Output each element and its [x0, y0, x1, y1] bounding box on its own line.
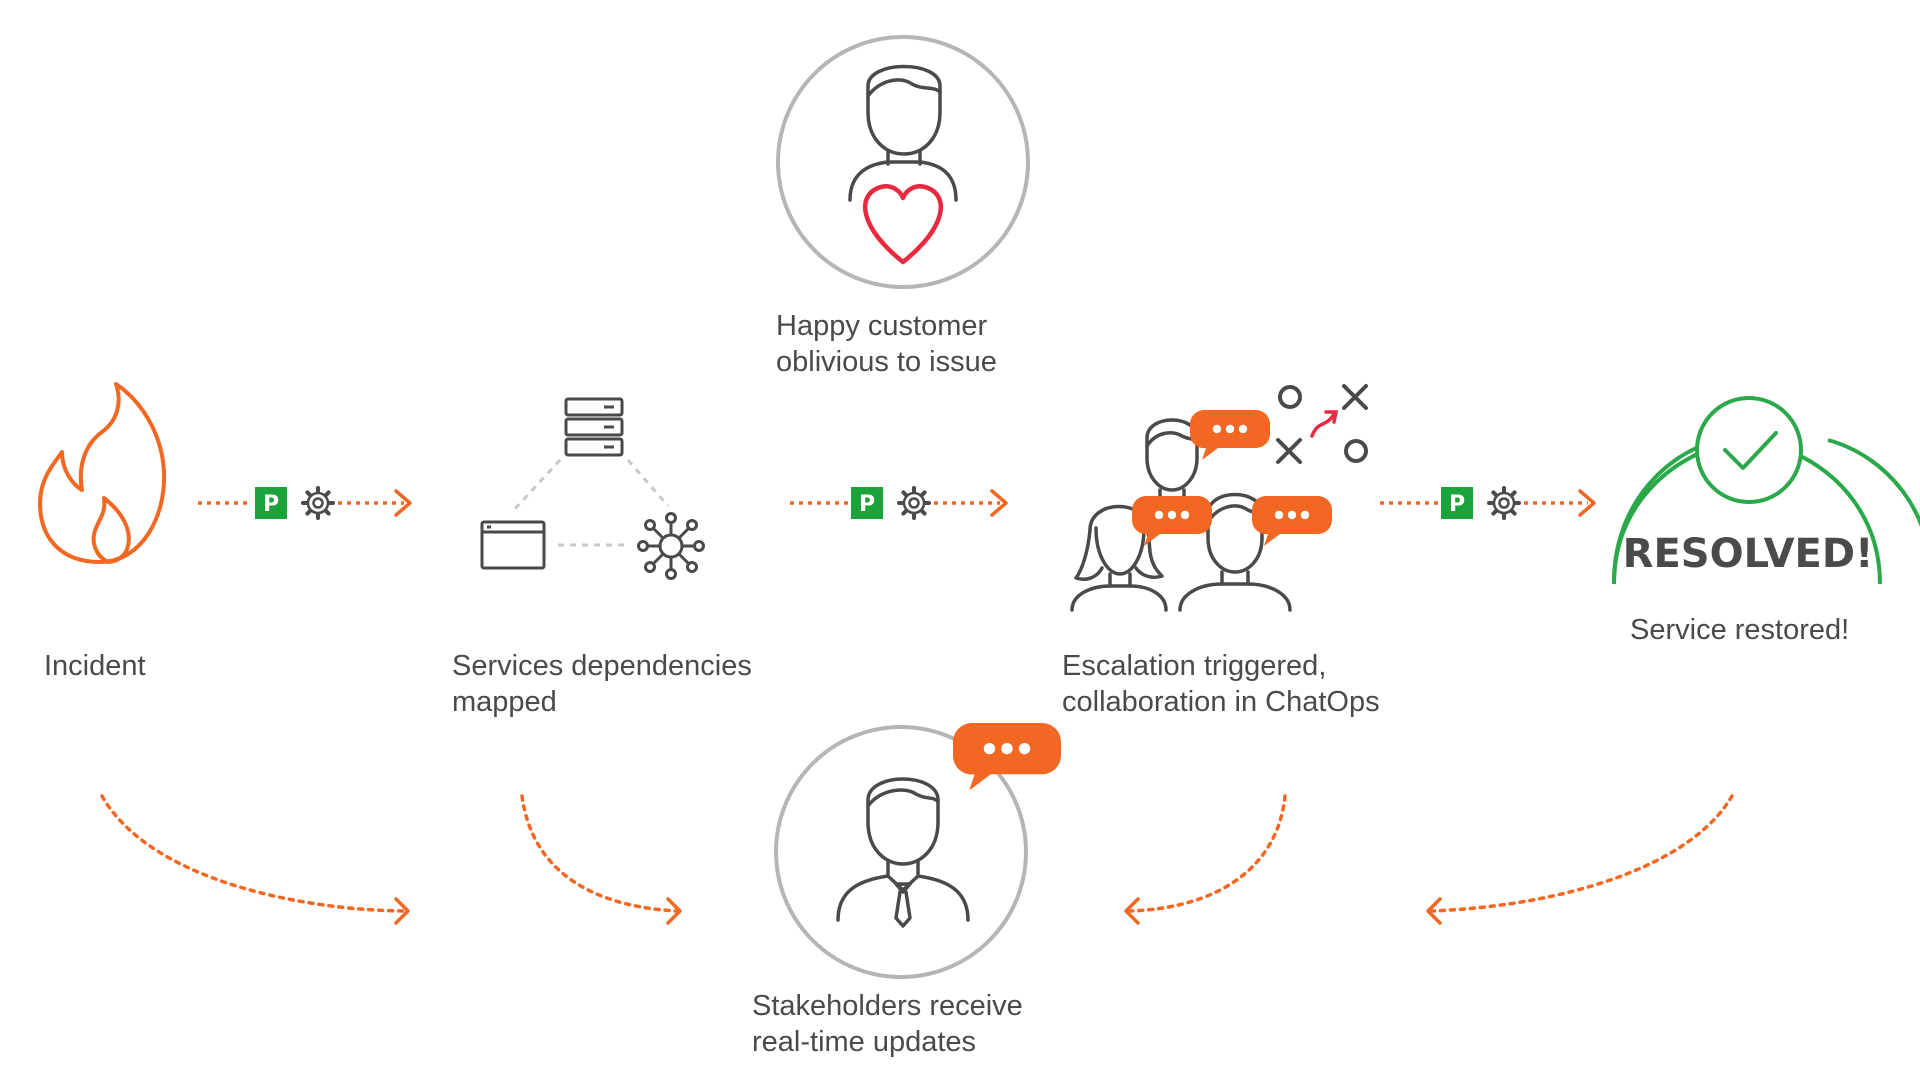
- chat-bubble-icon: [1189, 410, 1270, 460]
- incident-label: Incident: [44, 648, 146, 684]
- label-line: Happy customer: [776, 310, 988, 342]
- customer-label: Happy customer oblivious to issue: [776, 308, 997, 380]
- pbadge: [255, 487, 287, 519]
- network-hub-icon: [637, 512, 705, 580]
- gear-icon: [897, 486, 931, 520]
- customer-avatar-circle: [776, 35, 1030, 289]
- checkmark-icon: [1695, 396, 1803, 504]
- label-line: Service restored!: [1630, 614, 1850, 646]
- arrowhead: [1426, 897, 1442, 925]
- chat-bubble-icon: [1251, 496, 1332, 546]
- chat-bubble-icon: [952, 723, 1061, 791]
- services-label: Services dependencies mapped: [452, 648, 752, 720]
- arrowhead: [1124, 897, 1140, 925]
- connector-arrow: P: [1380, 486, 1596, 520]
- stakeholder-avatar-circle: [774, 725, 1028, 979]
- strategy-play-icon: [1276, 384, 1368, 464]
- resolved-badge-text: RESOLVED!: [1623, 531, 1874, 577]
- label-line: oblivious to issue: [776, 346, 997, 378]
- resolved-dome-outline: [1612, 450, 1882, 585]
- pbadge-letter: P: [263, 492, 279, 517]
- label-line: Incident: [44, 650, 146, 682]
- pbadge-letter: P: [1449, 492, 1465, 517]
- label-line: Stakeholders receive: [752, 990, 1023, 1022]
- stakeholder-person-icon: [836, 777, 970, 928]
- curved-arrow-resolved: [1430, 794, 1734, 913]
- gear-icon: [1487, 486, 1521, 520]
- pbadge: [851, 487, 883, 519]
- label-line: Services dependencies: [452, 650, 752, 682]
- heart-icon: [863, 184, 943, 265]
- browser-window-icon: [480, 520, 546, 570]
- arrowhead: [666, 897, 682, 925]
- pbadge: [1441, 487, 1473, 519]
- curved-arrow-escalation: [1128, 794, 1287, 913]
- stakeholders-label: Stakeholders receive real-time updates: [752, 988, 1023, 1060]
- curved-arrow-incident: [100, 794, 406, 913]
- gear-icon: [301, 486, 335, 520]
- label-line: Escalation triggered,: [1062, 650, 1327, 682]
- connector-arrow: P: [790, 486, 1008, 520]
- label-line: collaboration in ChatOps: [1062, 686, 1380, 718]
- dependency-links: [510, 458, 670, 547]
- curved-arrow-services: [520, 794, 678, 913]
- arrowhead: [394, 897, 410, 925]
- connector-arrow: P: [198, 486, 412, 520]
- customer-person-icon: [848, 64, 958, 202]
- pbadge-letter: P: [859, 492, 875, 517]
- server-stack-icon: [564, 397, 624, 457]
- escalation-label: Escalation triggered, collaboration in C…: [1062, 648, 1380, 720]
- label-line: real-time updates: [752, 1026, 977, 1058]
- resolved-label: Service restored!: [1630, 612, 1849, 648]
- label-line: mapped: [452, 686, 557, 718]
- fire-icon: [38, 382, 167, 564]
